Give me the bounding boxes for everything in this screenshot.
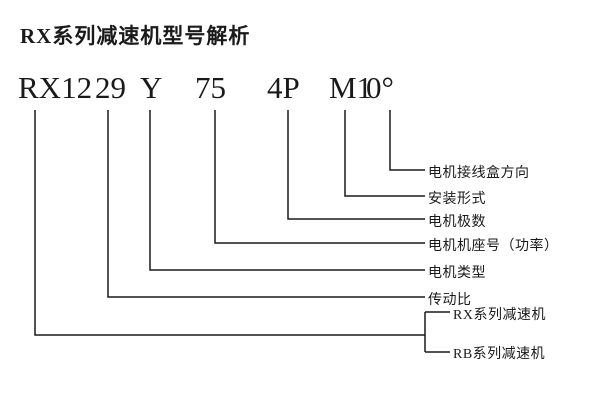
connector-junction-box-direction-line (389, 110, 425, 171)
connector-frame-size-line (214, 110, 425, 244)
connector-mounting-form-line (344, 110, 425, 197)
label-motor-type: 电机类型 (428, 266, 486, 281)
label-rx-series: RX系列减速机 (453, 308, 546, 323)
label-junction-box-direction: 电机接线盒方向 (428, 166, 530, 181)
label-transmission-ratio: 传动比 (428, 293, 472, 308)
connector-pole-count-line (287, 110, 425, 220)
code-segment-series: RX12 (18, 70, 93, 105)
label-mounting-form: 安装形式 (428, 192, 486, 207)
code-segment-pole-count: 4P (267, 70, 300, 105)
code-segment-ratio: 29 (95, 70, 126, 105)
diagram-title: RX系列减速机型号解析 (20, 24, 251, 48)
code-segment-frame-size: 75 (195, 70, 226, 105)
connector-series-line (34, 110, 425, 336)
connector-motor-type-line (149, 110, 425, 271)
series-branch-bracket (424, 311, 450, 353)
connector-ratio-line (107, 110, 425, 298)
label-frame-size-power: 电机机座号（功率） (428, 239, 559, 254)
code-segment-mounting: M1 (329, 70, 373, 105)
code-segment-motor-type: Y (140, 70, 163, 105)
label-pole-count: 电机极数 (428, 215, 486, 230)
code-segment-junction-angle: 0° (366, 70, 394, 105)
label-rb-series: RB系列减速机 (453, 347, 546, 362)
